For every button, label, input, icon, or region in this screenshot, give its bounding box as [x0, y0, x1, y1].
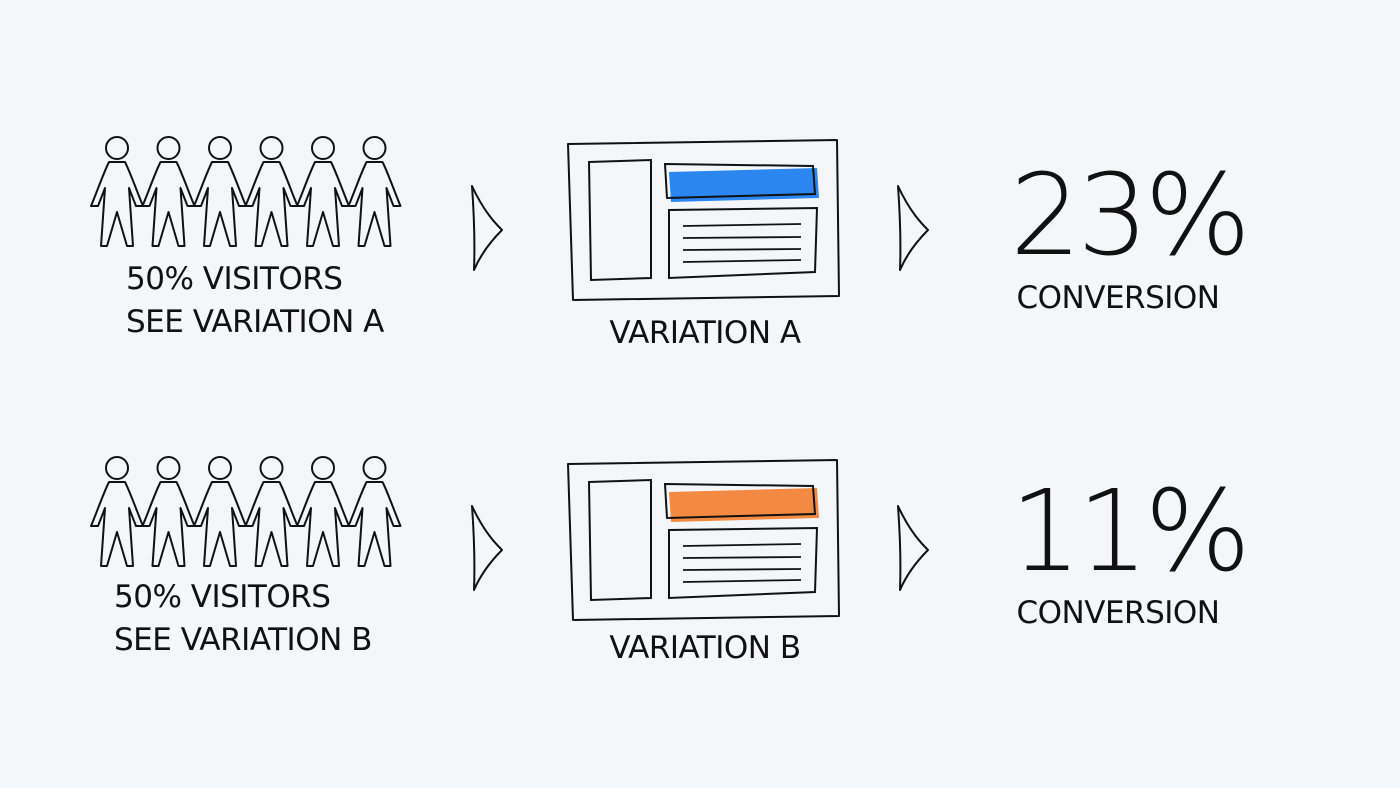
visitor-group-b [90, 454, 402, 568]
visitors-variation-text: SEE VARIATION A [126, 304, 384, 340]
conversion-rate-b: 11% [1010, 467, 1251, 597]
variation-b-row: 50% VISITORS SEE VARIATION B VARIATION B… [0, 440, 1400, 740]
person-icon [244, 136, 299, 247]
text-line [682, 556, 802, 559]
variation-a-row: 50% VISITORS SEE VARIATION A VARIATION A… [0, 120, 1400, 420]
person-icon [90, 136, 144, 247]
page-frame [567, 459, 840, 621]
visitors-share-text: 50% VISITORS [114, 579, 331, 615]
page-frame [567, 139, 840, 301]
text-line [682, 259, 802, 263]
visitors-icon [90, 136, 402, 247]
visitors-variation-text: SEE VARIATION B [114, 622, 372, 658]
header-highlight [669, 168, 819, 202]
header-block [663, 482, 817, 520]
person-icon [296, 456, 350, 567]
webpage-icon [567, 459, 840, 621]
person-icon [193, 456, 247, 567]
person-icon [90, 456, 144, 567]
person-icon [296, 136, 350, 247]
visitor-group-a [90, 134, 402, 248]
arrow-right-icon [892, 504, 932, 594]
text-line [682, 236, 802, 239]
person-icon [141, 136, 196, 247]
sidebar-block [587, 158, 652, 282]
person-icon [193, 136, 247, 247]
text-line [682, 543, 802, 547]
variation-label-a: VARIATION A [609, 315, 801, 351]
visitors-label-a: 50% VISITORS SEE VARIATION A [126, 258, 446, 344]
header-highlight [669, 488, 819, 522]
variation-label-b: VARIATION B [609, 630, 801, 666]
content-block [668, 526, 819, 600]
conversion-rate-a: 23% [1010, 151, 1251, 281]
person-icon [244, 456, 299, 567]
page-mockup-variation-b [565, 458, 845, 624]
arrow-right-icon [466, 184, 506, 274]
visitors-label-b: 50% VISITORS SEE VARIATION B [114, 576, 434, 662]
conversion-label-b: CONVERSION [1016, 595, 1220, 631]
person-icon [141, 456, 196, 567]
content-block [668, 206, 819, 280]
text-line [682, 223, 802, 227]
person-icon [347, 456, 402, 567]
arrow-right-icon [892, 184, 932, 274]
page-mockup-variation-a [565, 138, 845, 304]
visitors-share-text: 50% VISITORS [126, 261, 343, 297]
text-line [682, 579, 802, 583]
text-line [682, 248, 802, 251]
conversion-label-a: CONVERSION [1016, 280, 1220, 316]
header-block [663, 162, 817, 200]
webpage-icon [567, 139, 840, 301]
visitors-icon [90, 456, 402, 567]
person-icon [347, 136, 402, 247]
arrow-right-icon [466, 504, 506, 594]
sidebar-block [587, 478, 652, 602]
text-line [682, 568, 802, 571]
